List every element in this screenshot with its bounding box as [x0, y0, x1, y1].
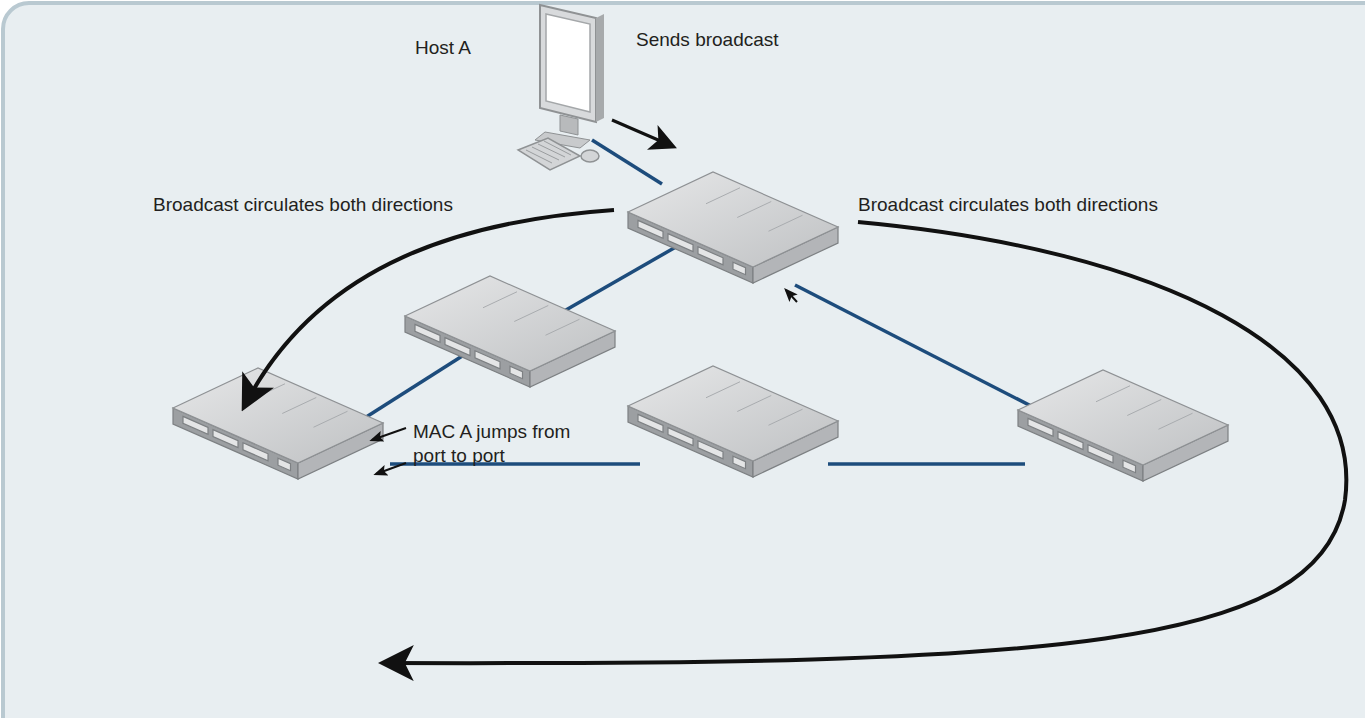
note-label: MAC A jumps from port to port: [413, 420, 603, 468]
network-cables: [330, 140, 1068, 464]
host-computer: [518, 5, 604, 170]
switch-icon: [1018, 370, 1228, 481]
switch-icon: [173, 368, 383, 479]
leader-arrows: [372, 290, 797, 474]
background-panel: [3, 3, 1365, 718]
switch-icon: [405, 276, 615, 387]
flow-label: Broadcast circulates both directions: [153, 193, 453, 217]
flow-label: Broadcast circulates both directions: [858, 193, 1158, 217]
switch-group: [173, 172, 1228, 481]
switch-icon: [628, 366, 838, 477]
host-label: Host A: [415, 36, 471, 60]
switch-icon: [628, 172, 838, 283]
action-label: Sends broadcast: [636, 28, 779, 52]
